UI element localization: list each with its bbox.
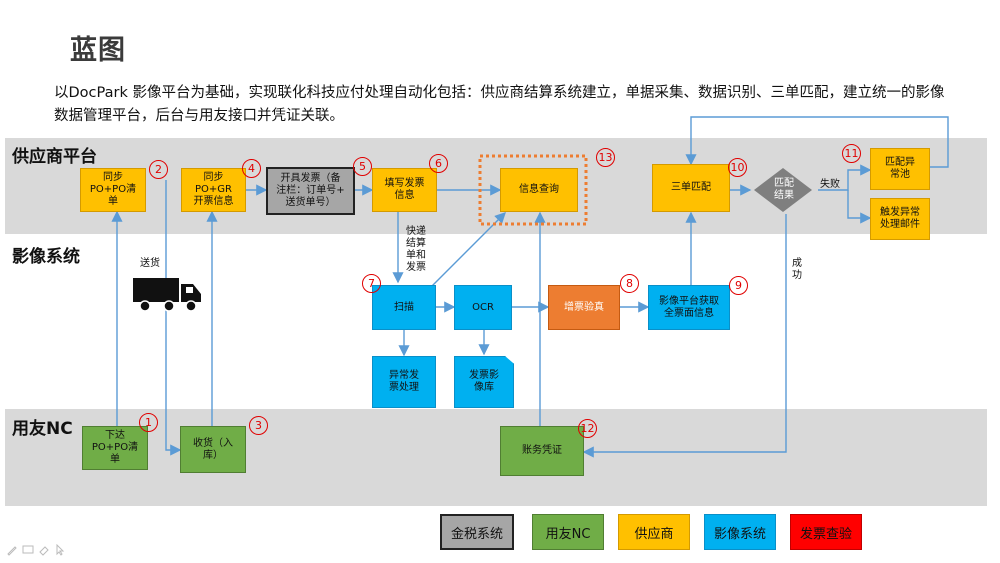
box-fill-invoice: 填写发票 信息 [372,168,437,212]
box-three-match: 三单匹配 [652,164,730,212]
label-delivery: 送货 [140,258,160,269]
box-exception-mail: 触发异常 处理邮件 [870,198,930,240]
box-issue-po: 下达 PO+PO清 单 [82,426,148,470]
cursor-icon[interactable] [54,544,66,556]
box-sync-gr: 同步 PO+GR 开票信息 [181,168,246,212]
label-fail: 失败 [820,179,840,190]
box-exception-pool: 匹配异 常池 [870,148,930,190]
label-express: 快递 结算 单和 发票 [406,226,426,273]
decision-match-result: 匹配 结果 [754,168,812,212]
box-get-info: 影像平台获取 全票面信息 [648,285,730,330]
step-number-12: 12 [578,419,597,438]
eraser-icon[interactable] [38,544,50,556]
step-number-9: 9 [729,276,748,295]
lane-yonyou-band [5,409,987,506]
box-exception-invoice: 异常发 票处理 [372,356,436,408]
step-number-7: 7 [362,274,381,293]
decision-label: 匹配 结果 [774,178,794,201]
step-number-3: 3 [249,416,268,435]
box-info-query: 信息查询 [500,168,578,212]
step-number-13: 13 [596,148,615,167]
highlight-frame [478,154,588,226]
step-number-2: 2 [149,160,168,179]
legend-imaging: 影像系统 [704,514,776,550]
legend-supplier: 供应商 [618,514,690,550]
lane-label-imaging: 影像系统 [12,247,80,267]
lane-label-supplier: 供应商平台 [12,147,97,167]
step-number-1: 1 [139,413,158,432]
slide-toolbar [6,544,86,558]
page-title: 蓝图 [70,35,126,66]
box-voucher: 账务凭证 [500,426,584,476]
step-number-6: 6 [429,154,448,173]
box-invoice-repo: 发票影 像库 [454,356,514,408]
label-success: 成 功 [792,258,802,281]
step-number-5: 5 [353,157,372,176]
box-scan: 扫描 [372,285,436,330]
step-number-4: 4 [242,159,261,178]
legend-invoice-check: 发票查验 [790,514,862,550]
comment-icon[interactable] [22,544,34,556]
step-number-10: 10 [728,158,747,177]
truck-icon [133,278,201,312]
page-description: 以DocPark 影像平台为基础，实现联化科技应付处理自动化包括：供应商结算系统… [54,85,945,124]
pen-icon[interactable] [6,544,18,556]
lane-label-yonyou: 用友NC [12,419,73,439]
legend-yonyou: 用友NC [532,514,604,550]
box-ocr: OCR [454,285,512,330]
box-receive: 收货（入 库） [180,426,246,473]
box-issue-invoice: 开具发票（备 注栏：订单号+ 送货单号） [266,167,355,215]
step-number-11: 11 [842,144,861,163]
box-sync-po: 同步 PO+PO清 单 [80,168,146,212]
box-verify: 增票验真 [548,285,620,330]
legend-tax-system: 金税系统 [440,514,514,550]
step-number-8: 8 [620,274,639,293]
